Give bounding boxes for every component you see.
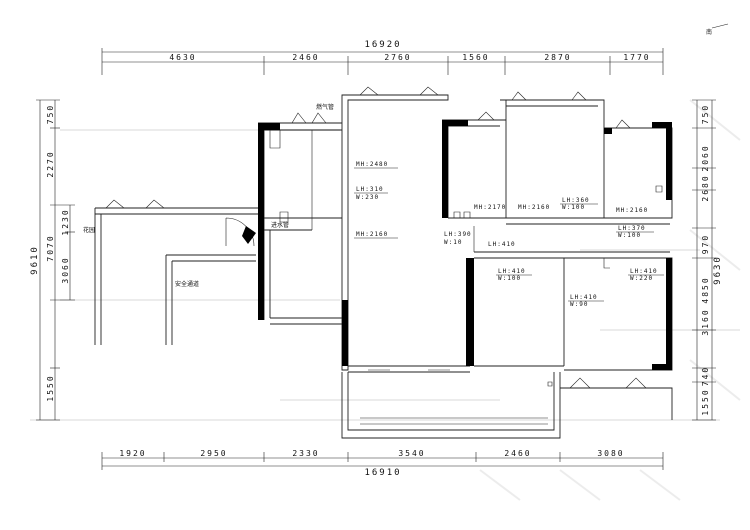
right-dim-2: 2060 — [701, 144, 710, 171]
north-label: 南 — [706, 28, 712, 36]
balcony — [341, 372, 561, 439]
annotation-w-220: W:220 — [630, 275, 653, 282]
annotation-w-100-b3: W:100 — [618, 232, 641, 239]
bottom-dim-4: 3540 — [398, 449, 425, 458]
right-dim-1: 750 — [701, 104, 710, 124]
annotation-mh-2160-b2: MH:2160 — [518, 204, 550, 211]
annotation-lh-370: LH:370 — [618, 225, 646, 232]
living-hall — [341, 86, 470, 373]
garden-area — [94, 199, 258, 345]
annotation-w-230: W:230 — [356, 194, 379, 201]
wall-segment — [442, 120, 468, 218]
top-dim-2: 2460 — [292, 53, 319, 62]
wall-segment — [258, 123, 280, 130]
bedroom-1 — [442, 99, 507, 219]
background-traces — [30, 99, 741, 501]
right-dim-6: 3160 — [701, 308, 710, 335]
left-dim-2: 2270 — [46, 150, 55, 177]
top-total-dim: 16920 — [364, 40, 401, 50]
left-dim-1: 750 — [46, 104, 55, 124]
annotation-mh-2160-living: MH:2160 — [356, 231, 388, 238]
annotation-mh-2160-b3: MH:2160 — [616, 207, 648, 214]
wall-segment — [604, 128, 612, 134]
top-dim-3: 2760 — [384, 53, 411, 62]
bottom-dim-1: 1920 — [119, 449, 146, 458]
safety-passage-label: 安全通道 — [175, 280, 199, 288]
top-dim-4: 1560 — [462, 53, 489, 62]
bottom-total-dim: 16910 — [364, 468, 401, 478]
wall-segment — [466, 258, 474, 366]
wall-segment — [652, 122, 672, 200]
annotation-lh-310: LH:310 — [356, 186, 384, 193]
wall-segment — [342, 300, 348, 366]
wall-segment — [258, 123, 264, 320]
annotation-mh-2170: MH:2170 — [474, 204, 506, 211]
annotation-lh-410-b4: LH:410 — [498, 268, 526, 275]
annotation-lh-360: LH:360 — [562, 197, 590, 204]
annotation-w-100-b2: W:100 — [562, 204, 585, 211]
top-dim-6: 1770 — [623, 53, 650, 62]
left-dimensions: 9610 750 2270 7070 1550 1230 3060 — [30, 99, 75, 421]
bottom-dim-6: 3080 — [597, 449, 624, 458]
left-dim-4: 1550 — [46, 374, 55, 401]
bottom-dim-5: 2460 — [504, 449, 531, 458]
bedroom-5 — [560, 257, 673, 420]
top-dimensions: 16920 4630 2460 2760 1560 2870 1770 — [101, 40, 664, 75]
left-dim-3: 7070 — [46, 234, 55, 261]
right-dim-7: 740 — [701, 366, 710, 386]
top-dim-1: 4630 — [169, 53, 196, 62]
right-dimensions: 9630 750 2060 2680 970 4850 3160 740 155… — [692, 99, 723, 421]
left-total-dim: 9610 — [30, 245, 40, 275]
north-arrow-icon — [711, 23, 729, 29]
right-dim-8: 1550 — [701, 388, 710, 415]
annotation-w-10: W:10 — [444, 239, 462, 246]
door-lock-icon — [242, 226, 256, 244]
right-total-dim: 9630 — [713, 255, 723, 285]
right-dim-5: 4850 — [701, 276, 710, 303]
garden-label: 花园 — [83, 226, 95, 234]
bottom-dim-2: 2950 — [200, 449, 227, 458]
bottom-dim-3: 2330 — [292, 449, 319, 458]
annotation-lh-410-mid: LH:410 — [488, 241, 516, 248]
annotation-lh-410-r: LH:410 — [630, 268, 658, 275]
top-dim-5: 2870 — [544, 53, 571, 62]
bottom-dimensions: 1920 2950 2330 3540 2460 3080 16910 — [101, 449, 664, 478]
bedroom-3 — [604, 119, 673, 219]
annotation-w-90: W:90 — [570, 301, 588, 308]
utility-block — [225, 112, 342, 325]
annotations: MH:2480 LH:310 W:230 MH:2160 LH:390 W:10… — [354, 161, 664, 308]
annotation-lh-410-b5: LH:410 — [570, 294, 598, 301]
wall-segment — [652, 258, 672, 370]
gas-pipe-label: 燃气管 — [316, 103, 334, 111]
annotation-lh-390: LH:390 — [444, 231, 472, 238]
annotation-mh-2480: MH:2480 — [356, 161, 388, 168]
water-pipe-label: 进水管 — [271, 221, 289, 229]
right-dim-3: 2680 — [701, 174, 710, 201]
right-dim-4: 970 — [701, 234, 710, 254]
annotation-w-100-b4: W:100 — [498, 275, 521, 282]
left-inner-dim-2: 3060 — [61, 256, 70, 283]
left-inner-dim-1: 1230 — [61, 208, 70, 235]
